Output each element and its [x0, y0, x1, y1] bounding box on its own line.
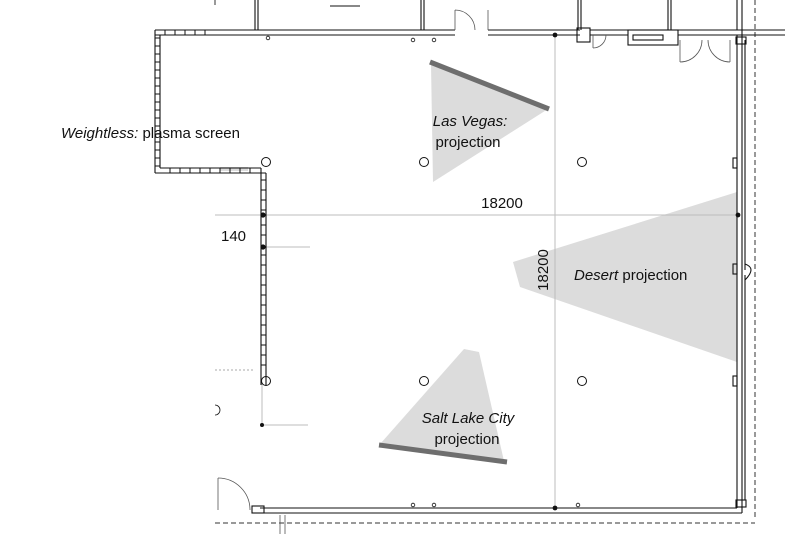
small-dimension-label: 140 — [221, 228, 246, 245]
las-vegas-screen — [429, 59, 550, 112]
desert-projection-area — [513, 192, 737, 362]
salt-lake-label-sub: projection — [434, 431, 499, 448]
screen-bars — [378, 59, 550, 465]
column — [577, 376, 587, 386]
salt-lake-projection-area — [381, 349, 504, 461]
salt-lake-screen — [378, 442, 508, 465]
column — [419, 376, 429, 386]
projection-areas — [220, 64, 737, 461]
dimension-nodes — [260, 32, 741, 511]
vertical-dimension-label: 18200 — [535, 249, 552, 291]
wall-markers — [214, 35, 581, 508]
column — [577, 157, 587, 167]
salt-lake-label: Salt Lake City — [422, 410, 516, 427]
las-vegas-label-sub: projection — [435, 134, 500, 151]
column — [419, 157, 429, 167]
las-vegas-projection-area — [431, 64, 548, 182]
horizontal-dimension-label: 18200 — [481, 195, 523, 212]
las-vegas-label: Las Vegas: — [433, 113, 508, 130]
site-boundary — [214, 0, 756, 524]
column — [261, 157, 271, 167]
weightless-label: Weightless: plasma screen — [61, 125, 240, 142]
dimension-lines — [215, 35, 738, 508]
small-grey-mark — [220, 167, 248, 171]
wall-hatching — [155, 30, 266, 366]
doors — [217, 9, 731, 534]
columns — [261, 157, 587, 386]
desert-label: Desert projection — [574, 267, 687, 284]
